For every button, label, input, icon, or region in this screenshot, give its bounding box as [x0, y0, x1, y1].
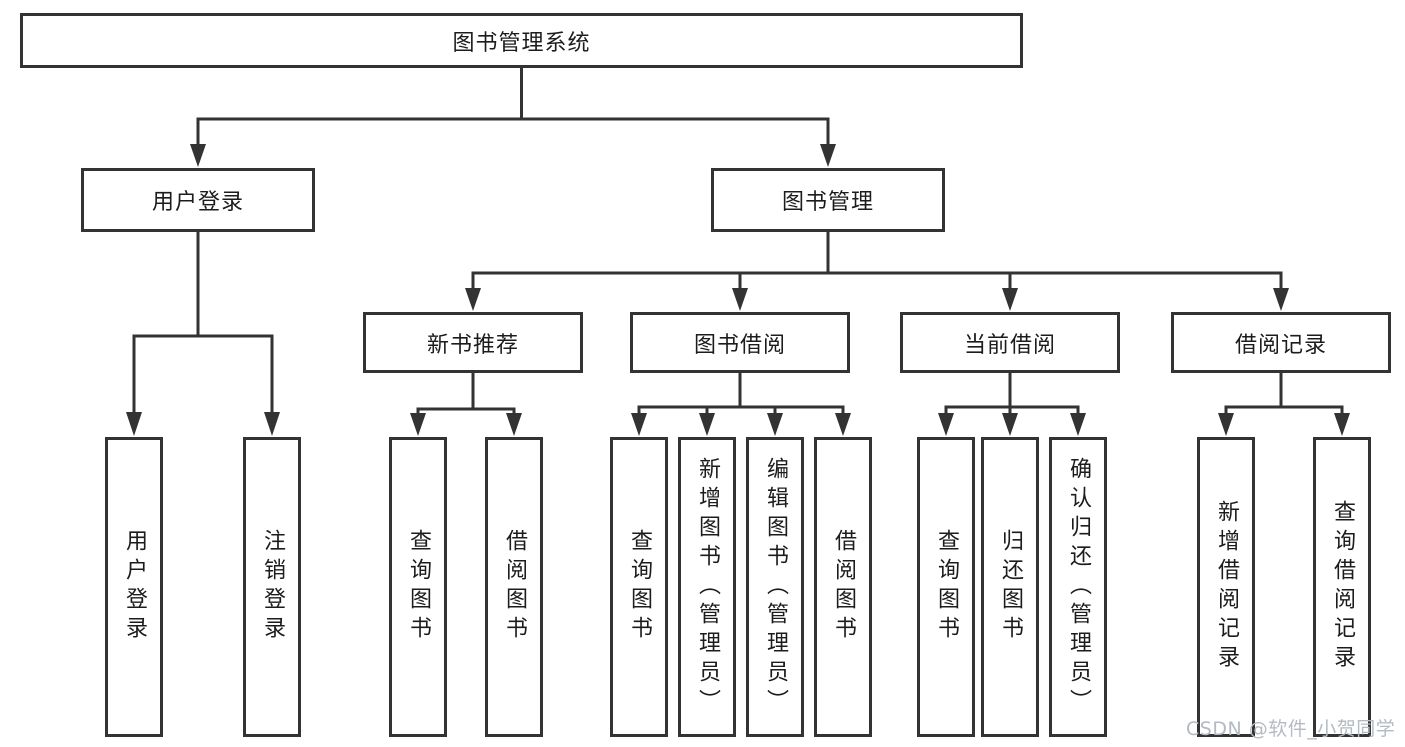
- node-book-borrow: 图书借阅: [630, 312, 850, 373]
- leaf-add-book-admin: 新增图书（管理员）: [678, 437, 736, 737]
- leaf-add-borrow-record: 新增借阅记录: [1197, 437, 1255, 737]
- node-label: 用户登录: [151, 190, 244, 215]
- node-new-book-recommend: 新书推荐: [363, 312, 583, 373]
- node-label: 用户登录: [122, 529, 147, 645]
- node-label: 查询借阅记录: [1330, 500, 1355, 674]
- leaf-user-login: 用户登录: [105, 437, 163, 737]
- node-borrow-records: 借阅记录: [1171, 312, 1391, 373]
- leaf-edit-book-admin: 编辑图书（管理员）: [746, 437, 804, 737]
- node-label: 查询图书: [627, 529, 652, 645]
- node-user-login: 用户登录: [81, 168, 315, 232]
- node-label: 编辑图书（管理员）: [763, 456, 788, 718]
- leaf-query-book-newrec: 查询图书: [389, 437, 447, 737]
- leaf-return-book: 归还图书: [981, 437, 1039, 737]
- node-system-root: 图书管理系统: [20, 13, 1023, 68]
- leaf-query-borrow-record: 查询借阅记录: [1313, 437, 1371, 737]
- node-label: 新书推荐: [426, 332, 519, 358]
- node-label: 借阅图书: [831, 529, 856, 645]
- leaf-query-book-current: 查询图书: [917, 437, 975, 737]
- node-label: 图书管理: [781, 190, 874, 215]
- node-label: 借阅图书: [502, 529, 527, 645]
- leaf-borrow-book: 借阅图书: [814, 437, 872, 737]
- leaf-logout: 注销登录: [243, 437, 301, 737]
- node-label: 图书管理系统: [452, 30, 591, 56]
- leaf-confirm-return-admin: 确认归还（管理员）: [1049, 437, 1107, 737]
- node-label: 新增借阅记录: [1214, 500, 1239, 674]
- node-label: 图书借阅: [693, 332, 786, 358]
- node-label: 确认归还（管理员）: [1066, 456, 1091, 718]
- node-label: 新增图书（管理员）: [695, 456, 720, 718]
- node-label: 注销登录: [260, 529, 285, 645]
- leaf-borrow-book-newrec: 借阅图书: [485, 437, 543, 737]
- node-label: 当前借阅: [963, 332, 1056, 358]
- leaf-query-book-borrow: 查询图书: [610, 437, 668, 737]
- node-label: 借阅记录: [1234, 332, 1327, 358]
- node-label: 归还图书: [998, 529, 1023, 645]
- node-current-borrow: 当前借阅: [900, 312, 1120, 373]
- watermark-text: CSDN @软件_小贺同学: [1186, 718, 1396, 740]
- connector-wire-path: [132, 68, 1344, 416]
- node-label: 查询图书: [406, 529, 431, 645]
- arrowhead-icons: [126, 144, 1350, 436]
- node-book-management: 图书管理: [711, 168, 945, 232]
- node-label: 查询图书: [934, 529, 959, 645]
